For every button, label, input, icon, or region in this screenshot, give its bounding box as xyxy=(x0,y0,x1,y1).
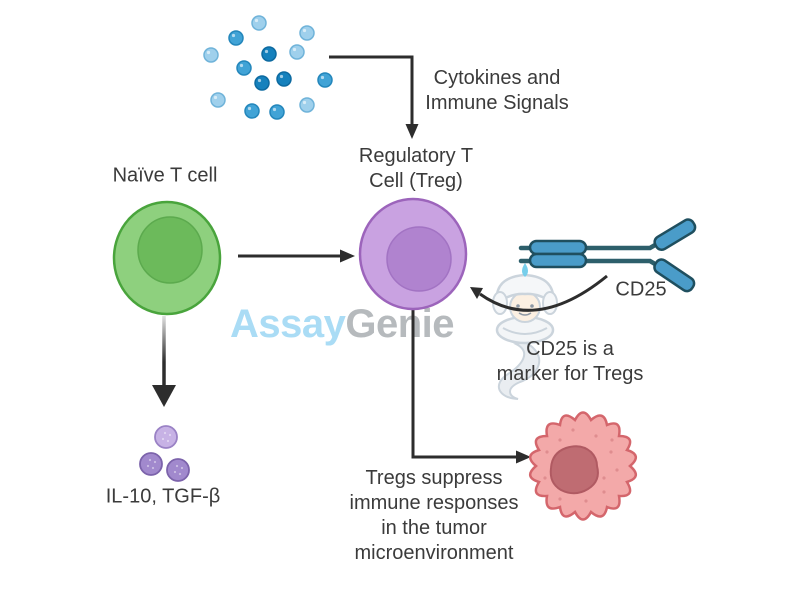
antibody-light-chain-bottom xyxy=(528,252,588,269)
vesicle-speckle xyxy=(153,460,157,464)
tumor-cell-graphic xyxy=(529,411,637,521)
cd25-label: CD25 xyxy=(615,278,667,301)
cytokine-dot xyxy=(317,72,333,88)
vesicle-speckle xyxy=(146,464,150,468)
cytokine-dot xyxy=(236,60,252,76)
watermark-genie-text: Genie xyxy=(345,302,455,346)
cytokine-dot-highlight xyxy=(320,75,325,80)
antibody-icon xyxy=(518,218,697,293)
vesicle-speckle xyxy=(175,464,179,468)
cytokine-dot-highlight xyxy=(264,49,269,54)
genie-smile xyxy=(518,312,532,316)
cytokine-dot-highlight xyxy=(239,63,244,68)
cytokine-dot xyxy=(254,75,270,91)
cytokine-dot xyxy=(203,47,219,63)
vesicle-speckle xyxy=(180,466,184,470)
cytokine-dot-highlight xyxy=(206,50,211,55)
secreted-vesicles xyxy=(139,425,190,482)
treg-cell-nucleus xyxy=(386,226,452,292)
cytokine-dot-highlight xyxy=(292,47,297,52)
tumor-speckles xyxy=(543,428,619,503)
cytokine-dot xyxy=(251,15,267,31)
vesicle xyxy=(166,458,190,482)
cytokine-dot-highlight xyxy=(254,18,259,23)
naive-t-cell-graphic xyxy=(112,200,222,316)
cytokine-dot-highlight xyxy=(302,100,307,105)
watermark: AssayGenie xyxy=(230,302,455,346)
vesicle-speckle xyxy=(168,433,172,437)
cytokine-dot xyxy=(261,46,277,62)
genie-turban-right xyxy=(542,291,558,315)
cytokine-dot xyxy=(210,92,226,108)
naive-t-cell-label: Naïve T cell xyxy=(112,164,218,187)
vesicle-speckle xyxy=(151,466,155,470)
vesicle-speckle xyxy=(163,431,167,435)
vesicle-speckle xyxy=(178,472,182,476)
cytokine-dot xyxy=(269,104,285,120)
antibody-light-chain-top xyxy=(528,239,588,256)
cytokine-dot-highlight xyxy=(247,106,252,111)
arrow-naive-secretion xyxy=(152,316,176,407)
genie-arms-cross xyxy=(502,327,548,335)
watermark-assay-text: Assay xyxy=(230,302,346,346)
regulatory-t-cell-label: Regulatory T Cell (Treg) xyxy=(358,145,474,192)
genie-tail xyxy=(497,340,541,400)
cytokine-dot xyxy=(228,30,244,46)
cytokine-dot-highlight xyxy=(231,33,236,38)
genie-eye-right xyxy=(530,304,534,308)
arrow-cd25-to-treg xyxy=(470,274,608,312)
vesicle xyxy=(154,425,178,449)
cytokine-dot-highlight xyxy=(279,74,284,79)
cytokine-dot xyxy=(289,44,305,60)
cytokine-dot-highlight xyxy=(302,28,307,33)
vesicle-speckle xyxy=(161,437,165,441)
tumor-cell-nucleus xyxy=(549,445,599,495)
cytokine-dot-highlight xyxy=(257,78,262,83)
cytokine-dot-highlight xyxy=(213,95,218,100)
arrow-naive-to-treg xyxy=(238,249,355,263)
antibody-arm-bottom xyxy=(653,258,696,293)
vesicle-speckle xyxy=(173,470,177,474)
cytokine-dot-highlight xyxy=(272,107,277,112)
vesicle-speckle xyxy=(166,439,170,443)
genie-gem xyxy=(522,263,528,277)
cytokine-dot xyxy=(299,25,315,41)
cytokine-dot xyxy=(299,97,315,113)
antibody-arm-top xyxy=(653,218,697,252)
genie-face xyxy=(509,291,541,323)
vesicle xyxy=(139,452,163,476)
naive-cell-nucleus xyxy=(137,216,203,284)
vesicle-speckle xyxy=(148,458,152,462)
cd25-marker-label: CD25 is a marker for Tregs xyxy=(496,338,644,385)
arrow-cytokines-to-treg xyxy=(329,55,419,139)
cytokine-dots xyxy=(203,15,333,120)
treg-cell-graphic xyxy=(358,197,468,311)
genie-eye-left xyxy=(516,304,520,308)
cytokines-label: Cytokines and Immune Signals xyxy=(425,67,569,114)
il10-tgfb-label: IL-10, TGF-β xyxy=(105,485,221,508)
cytokine-dot xyxy=(276,71,292,87)
arrow-treg-to-tumor xyxy=(411,310,531,464)
cytokine-dot xyxy=(244,103,260,119)
tregs-suppress-label: Tregs suppress immune responses in the t… xyxy=(349,467,519,564)
